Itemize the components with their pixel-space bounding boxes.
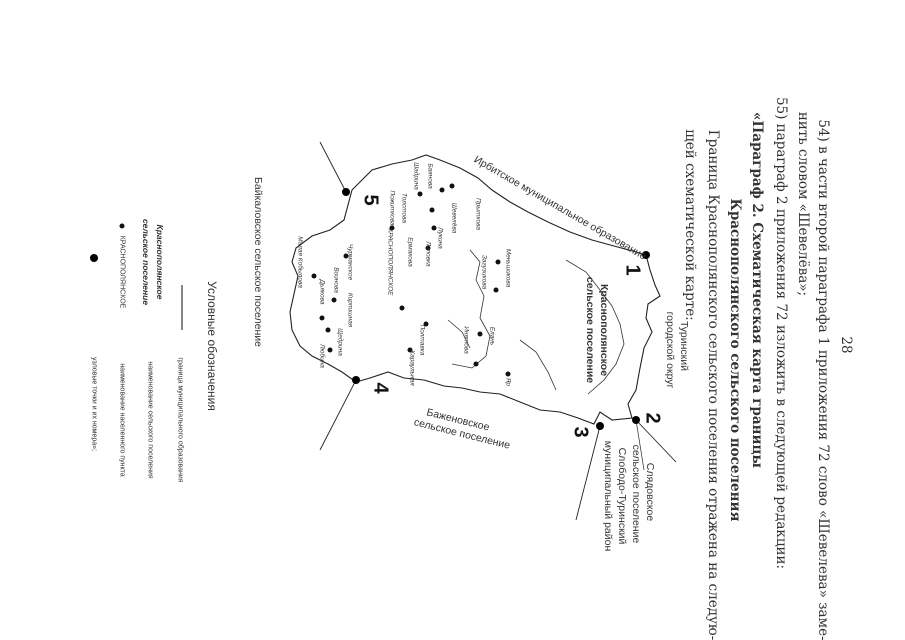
neighbor-sloboda-line2: сельское поселение xyxy=(630,444,642,544)
village-label-lyubina: Любина xyxy=(318,344,326,368)
village-label-yar: Яр xyxy=(504,377,512,387)
village-dot xyxy=(343,253,349,259)
neighbor-baikal: Байкаловское сельское поселение xyxy=(252,177,264,347)
village-dot xyxy=(325,327,331,333)
village-dot xyxy=(429,207,435,213)
neighbor-sloboda-line4: муниципальный район xyxy=(602,440,614,552)
village-label-shadrina: Шадрина xyxy=(412,162,420,190)
village-label-pershina: Полтавка xyxy=(418,324,426,356)
village-dot xyxy=(493,287,499,293)
village-label-tolstova: Толстова xyxy=(400,193,408,223)
legend-sample-line1: Краснополянское xyxy=(155,224,165,300)
legend-line-boundary: граница муниципального образования xyxy=(176,357,184,483)
village-label-dyakova: Дьякова xyxy=(318,279,326,305)
legend-sample-line2: сельское поселение xyxy=(141,218,151,306)
neighbor-sloboda-line1: Слядовское xyxy=(644,462,656,522)
leader-line-3 xyxy=(575,425,601,521)
village-dot xyxy=(449,183,455,189)
village-label-zaguzhikova: Загузикова xyxy=(480,254,488,290)
neighbor-turin-line1: Туринский xyxy=(678,320,690,372)
legend-line-village: наименование населенного пункта xyxy=(118,363,126,477)
legend-title: Условные обозначения xyxy=(205,281,219,411)
village-label-chuvashskoe: Чурманское xyxy=(346,243,354,281)
leader-line-4 xyxy=(319,379,357,451)
node-marker-1 xyxy=(642,251,650,259)
village-label-menshikova: Меньшикова xyxy=(504,248,512,288)
village-label-krasnopolyanskoe: КРАСНОПОЛЯНСКОЕ xyxy=(386,228,394,296)
village-dot xyxy=(439,187,445,193)
village-label-bayanova: Баянова xyxy=(426,163,434,189)
village-dot xyxy=(495,259,501,265)
legend-node-marker xyxy=(90,254,98,262)
village-label-lukina: Лукина xyxy=(436,227,444,249)
village-dot xyxy=(331,297,337,303)
village-label-voinova: Воинова xyxy=(332,267,340,293)
node-number-3: 3 xyxy=(569,426,592,438)
map-settlement-title-line1: Краснополянское xyxy=(598,283,610,377)
village-label-malaya-kobylova: Малая Кобылова xyxy=(296,236,304,288)
village-dot xyxy=(505,371,511,377)
village-dot xyxy=(473,361,479,367)
legend-line-settlement: наименование сельского поселения xyxy=(146,361,154,479)
village-dot xyxy=(407,347,413,353)
village-label-karaulnaya: Караульная xyxy=(408,350,416,386)
neighbor-sloboda-line3: Слободо-Туринский xyxy=(616,447,628,545)
node-number-4: 4 xyxy=(369,382,392,394)
village-dot xyxy=(417,191,423,197)
node-number-1: 1 xyxy=(621,264,644,276)
node-marker-4 xyxy=(352,376,360,384)
leader-line-1 xyxy=(319,141,347,193)
village-label-ermakova: Ермакова xyxy=(406,237,414,267)
village-label-inyatova: Инятова xyxy=(462,326,470,354)
leader-line-sloboda xyxy=(635,419,645,471)
village-dot xyxy=(425,245,431,251)
village-dot xyxy=(327,347,333,353)
inner-boundary-detail xyxy=(447,249,625,395)
village-dot xyxy=(431,225,437,231)
village-dot xyxy=(423,321,429,327)
legend-village-dot xyxy=(119,223,125,229)
village-label-lipovka: Липовка xyxy=(424,241,432,267)
village-label-kirpichnaya: Кирпишная xyxy=(346,292,354,328)
node-marker-3 xyxy=(596,422,604,430)
leader-line-2 xyxy=(635,419,677,463)
village-label-shedrina: Щедрина xyxy=(336,328,344,356)
village-label-shevelyova: Шевелёва xyxy=(450,202,458,234)
village-label-pozhitkova: Пожиткова xyxy=(388,190,396,226)
settlement-boundary xyxy=(289,154,661,425)
legend-village-sample: КРАСНОПОЛЯНСКОЕ xyxy=(118,235,126,309)
village-dot xyxy=(399,305,405,311)
legend-line-nodes: узловые точки и их номера»; xyxy=(90,356,98,452)
village-dot xyxy=(389,225,395,231)
node-number-2: 2 xyxy=(641,412,664,424)
neighbor-turin-line2: городской округ xyxy=(664,311,676,389)
village-label-elan: Елань xyxy=(488,326,496,346)
village-dot xyxy=(477,331,483,337)
node-number-5: 5 xyxy=(359,194,382,206)
node-marker-5 xyxy=(342,188,350,196)
map-settlement-title-line2: сельское поселение xyxy=(584,276,596,384)
village-dot xyxy=(311,273,317,279)
node-marker-2 xyxy=(632,416,640,424)
village-label-prytkova: Прыткова xyxy=(474,197,482,231)
village-dot xyxy=(319,315,325,321)
